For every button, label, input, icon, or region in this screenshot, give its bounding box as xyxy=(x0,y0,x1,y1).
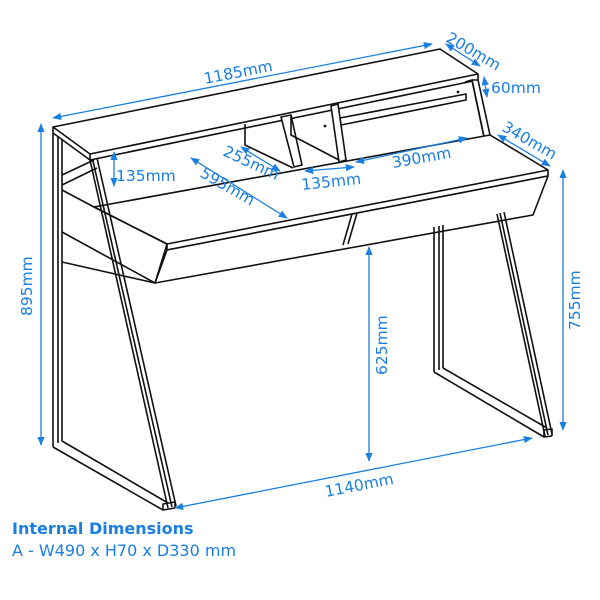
left-leg-vertical xyxy=(52,133,63,447)
right-leg-vertical xyxy=(433,225,444,372)
internal-dimensions-title: Internal Dimensions xyxy=(12,519,194,538)
desk-drawing xyxy=(52,48,553,511)
dim-base-width: 1140mm xyxy=(323,470,395,501)
dim-top-shelf-height: 60mm xyxy=(491,79,541,97)
internal-dimensions-spec: A - W490 x H70 x D330 mm xyxy=(12,541,237,560)
right-leg-diagonal xyxy=(496,211,553,437)
left-leg-diagonal xyxy=(89,157,177,509)
dim-overall-width: 1185mm xyxy=(202,57,274,88)
internal-dimensions-note: Internal Dimensions A - W490 x H70 x D33… xyxy=(12,518,236,562)
dimension-lines xyxy=(37,41,567,510)
hutch-right-panel xyxy=(471,79,491,138)
dim-under-desk-clearance: 625mm xyxy=(373,315,391,375)
dim-lower-shelf-clearance: 135mm xyxy=(116,167,176,185)
dim-overall-height: 895mm xyxy=(18,256,36,316)
dim-desk-height: 755mm xyxy=(566,270,584,330)
